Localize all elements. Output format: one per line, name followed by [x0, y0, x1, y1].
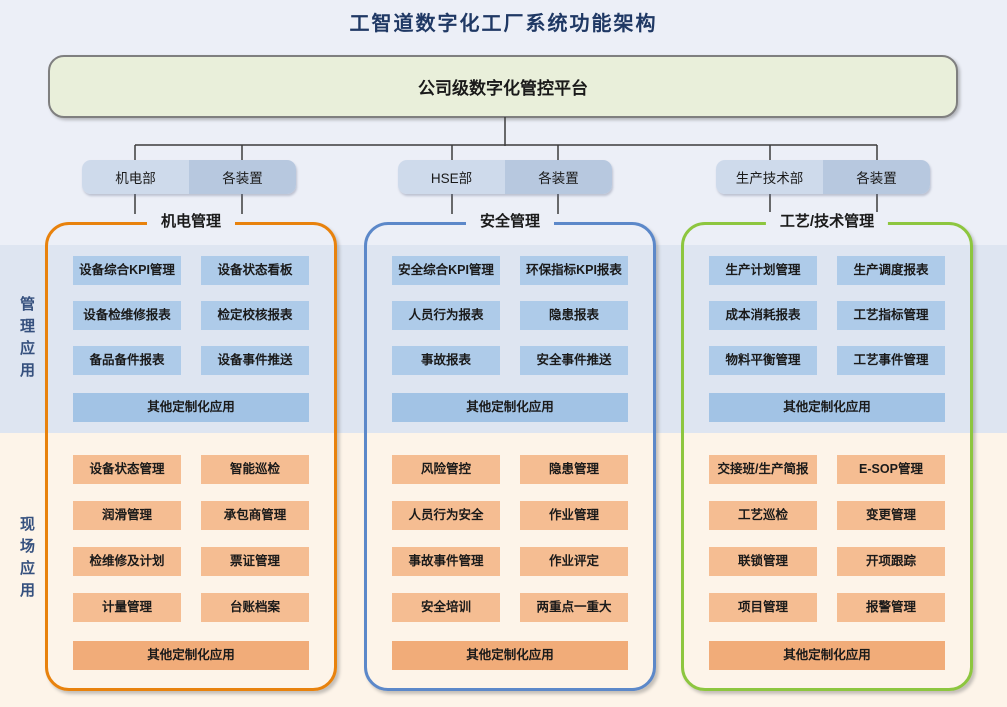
other-apps-box: 其他定制化应用	[73, 393, 309, 422]
field-apps-section: 交接班/生产简报 E-SOP管理 工艺巡检 变更管理 联锁管理 开项跟踪 项目管…	[709, 455, 945, 670]
app-box: 隐患管理	[520, 455, 628, 484]
app-box: 风险管控	[392, 455, 500, 484]
app-box: 隐患报表	[520, 301, 628, 330]
units-label: 各装置	[189, 160, 296, 194]
app-box: 作业评定	[520, 547, 628, 576]
platform-box: 公司级数字化管控平台	[48, 55, 958, 118]
app-box: 项目管理	[709, 593, 817, 622]
field-apps-section: 设备状态管理 智能巡检 润滑管理 承包商管理 检维修及计划 票证管理 计量管理 …	[73, 455, 309, 670]
app-box: 作业管理	[520, 501, 628, 530]
app-box: 检维修及计划	[73, 547, 181, 576]
management-apps-section: 设备综合KPI管理 设备状态看板 设备检维修报表 检定校核报表 备品备件报表 设…	[73, 256, 309, 422]
app-box: 安全综合KPI管理	[392, 256, 500, 285]
dept-name-label: HSE部	[398, 160, 505, 194]
app-box: 检定校核报表	[201, 301, 309, 330]
other-apps-box: 其他定制化应用	[392, 641, 628, 670]
column-safety-management: 安全管理 安全综合KPI管理 环保指标KPI报表 人员行为报表 隐患报表 事故报…	[364, 212, 656, 691]
app-box: 台账档案	[201, 593, 309, 622]
app-box: 人员行为报表	[392, 301, 500, 330]
app-box: 环保指标KPI报表	[520, 256, 628, 285]
management-apps-section: 安全综合KPI管理 环保指标KPI报表 人员行为报表 隐患报表 事故报表 安全事…	[392, 256, 628, 422]
app-box: 润滑管理	[73, 501, 181, 530]
app-box: 事故报表	[392, 346, 500, 375]
dept-pill-production-tech: 生产技术部 各装置	[716, 160, 930, 194]
app-box: 成本消耗报表	[709, 301, 817, 330]
app-box: 交接班/生产简报	[709, 455, 817, 484]
app-box: 变更管理	[837, 501, 945, 530]
app-box: 工艺巡检	[709, 501, 817, 530]
dept-pill-mechanical: 机电部 各装置	[82, 160, 296, 194]
side-label-management: 管理应用	[18, 296, 35, 384]
app-box: 生产计划管理	[709, 256, 817, 285]
column-mechanical-management: 机电管理 设备综合KPI管理 设备状态看板 设备检维修报表 检定校核报表 备品备…	[45, 212, 337, 691]
app-box: 生产调度报表	[837, 256, 945, 285]
app-box: 联锁管理	[709, 547, 817, 576]
field-apps-section: 风险管控 隐患管理 人员行为安全 作业管理 事故事件管理 作业评定 安全培训 两…	[392, 455, 628, 670]
dept-pill-hse: HSE部 各装置	[398, 160, 612, 194]
column-title: 工艺/技术管理	[765, 212, 889, 232]
app-box: 设备事件推送	[201, 346, 309, 375]
platform-label: 公司级数字化管控平台	[418, 79, 588, 98]
page-title: 工智道数字化工厂系统功能架构	[349, 13, 658, 35]
side-label-field: 现场应用	[18, 516, 35, 604]
column-title: 机电管理	[146, 212, 236, 232]
management-apps-section: 生产计划管理 生产调度报表 成本消耗报表 工艺指标管理 物料平衡管理 工艺事件管…	[709, 256, 945, 422]
units-label: 各装置	[505, 160, 612, 194]
app-box: 事故事件管理	[392, 547, 500, 576]
other-apps-box: 其他定制化应用	[392, 393, 628, 422]
app-box: 人员行为安全	[392, 501, 500, 530]
app-box: 票证管理	[201, 547, 309, 576]
app-box: 工艺指标管理	[837, 301, 945, 330]
app-box: 报警管理	[837, 593, 945, 622]
column-process-management: 工艺/技术管理 生产计划管理 生产调度报表 成本消耗报表 工艺指标管理 物料平衡…	[681, 212, 973, 691]
app-box: 工艺事件管理	[837, 346, 945, 375]
app-box: E-SOP管理	[837, 455, 945, 484]
app-box: 开项跟踪	[837, 547, 945, 576]
app-box: 设备状态看板	[201, 256, 309, 285]
app-box: 智能巡检	[201, 455, 309, 484]
other-apps-box: 其他定制化应用	[709, 641, 945, 670]
app-box: 承包商管理	[201, 501, 309, 530]
other-apps-box: 其他定制化应用	[709, 393, 945, 422]
other-apps-box: 其他定制化应用	[73, 641, 309, 670]
app-box: 备品备件报表	[73, 346, 181, 375]
app-box: 设备综合KPI管理	[73, 256, 181, 285]
dept-name-label: 机电部	[82, 160, 189, 194]
dept-name-label: 生产技术部	[716, 160, 823, 194]
app-box: 设备检维修报表	[73, 301, 181, 330]
app-box: 两重点一重大	[520, 593, 628, 622]
app-box: 设备状态管理	[73, 455, 181, 484]
app-box: 计量管理	[73, 593, 181, 622]
app-box: 物料平衡管理	[709, 346, 817, 375]
app-box: 安全培训	[392, 593, 500, 622]
app-box: 安全事件推送	[520, 346, 628, 375]
column-title: 安全管理	[465, 212, 555, 232]
units-label: 各装置	[823, 160, 930, 194]
